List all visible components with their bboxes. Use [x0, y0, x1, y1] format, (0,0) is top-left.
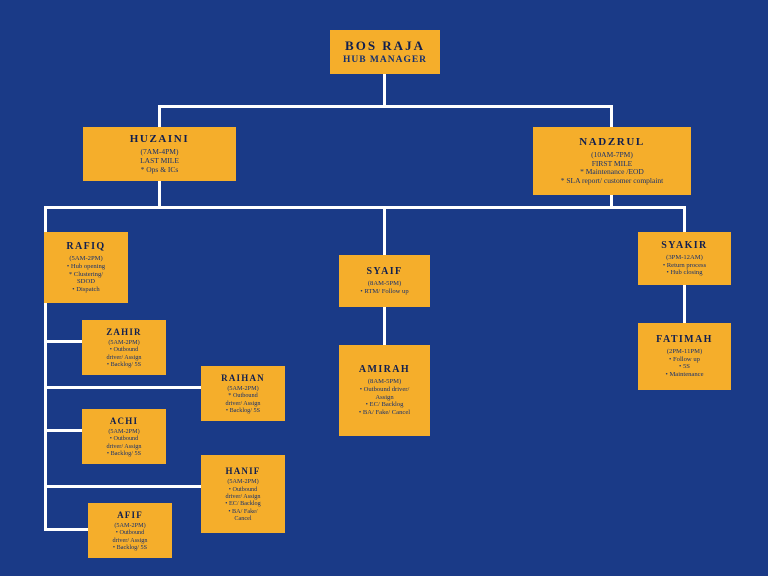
connector-level2-bus — [44, 206, 686, 209]
connector-huzaini-stem — [158, 181, 161, 208]
connector-to-nadzrul — [610, 105, 613, 127]
node-hanif[interactable]: HANIF (5AM-2PM) • Outbound driver/ Assig… — [201, 455, 285, 533]
node-raihan-line-1: * Outbound — [228, 392, 258, 400]
connector-syaif-to-amirah — [383, 307, 386, 345]
node-nadzrul[interactable]: NADZRUL (10AM-7PM) FIRST MILE * Maintena… — [533, 127, 691, 195]
node-syakir-name: SYAKIR — [661, 239, 708, 251]
node-zahir-line-1: • Outbound — [109, 346, 139, 354]
node-bos-raja-line-0: HUB MANAGER — [342, 55, 428, 66]
node-achi-name: ACHI — [109, 415, 139, 426]
node-syakir-line-2: • Hub closing — [666, 269, 703, 277]
node-huzaini-line-0: (7AM-4PM) — [140, 147, 179, 157]
node-huzaini-line-1: LAST MILE — [140, 156, 179, 166]
node-hanif-line-3: • EC/ Backlog — [225, 500, 261, 508]
node-zahir-line-0: (5AM-2PM) — [108, 339, 140, 347]
connector-to-huzaini — [158, 105, 161, 127]
connector-rafiq-spine — [44, 303, 47, 531]
node-amirah-line-2: Assign — [375, 393, 394, 401]
connector-to-syakir — [683, 206, 686, 232]
node-achi-line-0: (5AM-2PM) — [108, 428, 140, 436]
node-zahir-line-3: • Backlog/ 5S — [106, 361, 142, 369]
node-amirah-name: AMIRAH — [358, 364, 411, 376]
node-syaif[interactable]: SYAIF (8AM-5PM) • RTM/ Follow up — [339, 255, 430, 307]
node-fatimah-line-0: (2PM-11PM) — [666, 347, 703, 355]
node-hanif-line-1: • Outbound — [228, 485, 258, 493]
node-nadzrul-name: NADZRUL — [579, 135, 645, 148]
node-fatimah-line-1: • Follow up — [669, 355, 700, 363]
node-rafiq-line-3: SDOD — [77, 278, 95, 286]
connector-spine-to-raihan — [44, 386, 201, 389]
node-nadzrul-line-1: FIRST MILE — [591, 158, 633, 168]
node-bos-raja-name: BOS RAJA — [345, 37, 425, 53]
node-achi-line-1: • Outbound — [109, 435, 139, 443]
node-syakir[interactable]: SYAKIR (3PM-12AM) • Return process • Hub… — [638, 232, 731, 285]
node-nadzrul-line-3: * SLA report/ customer complaint — [560, 176, 664, 186]
node-bos-raja[interactable]: BOS RAJA HUB MANAGER — [330, 30, 440, 74]
node-hanif-line-4: • BA/ Fake/ — [228, 507, 258, 515]
node-huzaini-name: HUZAINI — [129, 133, 190, 146]
node-amirah-line-1: • Outbound driver/ — [359, 385, 410, 393]
node-fatimah-line-3: • Maintenance — [665, 371, 704, 379]
node-syaif-line-1: • RTM/ Follow up — [360, 287, 409, 295]
connector-nadzrul-stem — [610, 195, 613, 208]
connector-syakir-to-fatimah — [683, 285, 686, 323]
node-fatimah[interactable]: FATIMAH (2PM-11PM) • Follow up • 5S • Ma… — [638, 323, 731, 390]
node-hanif-line-2: driver/ Assign — [225, 492, 261, 500]
connector-root-stem — [383, 74, 386, 107]
node-amirah-line-3: • EC/ Backlog — [365, 401, 404, 409]
node-afif-line-1: • Outbound — [115, 529, 145, 537]
node-nadzrul-line-2: * Maintenance /EOD — [580, 167, 644, 177]
connector-spine-to-zahir — [44, 340, 82, 343]
node-syaif-line-0: (8AM-5PM) — [367, 280, 402, 288]
node-nadzrul-line-0: (10AM-7PM) — [591, 149, 633, 159]
node-afif-name: AFIF — [117, 509, 143, 520]
connector-to-syaif — [383, 206, 386, 255]
node-hanif-line-0: (5AM-2PM) — [227, 478, 259, 486]
node-achi-line-3: • Backlog/ 5S — [106, 450, 142, 458]
node-raihan-line-0: (5AM-2PM) — [227, 385, 259, 393]
node-rafiq-line-4: • Dispatch — [72, 286, 100, 294]
node-afif-line-3: • Backlog/ 5S — [112, 544, 148, 552]
node-syakir-line-0: (3PM-12AM) — [666, 253, 703, 261]
node-afif-line-2: driver/ Assign — [112, 536, 148, 544]
node-rafiq-line-2: * Clustering/ — [68, 270, 104, 278]
node-rafiq-line-0: (5AM-2PM) — [69, 254, 103, 262]
node-fatimah-name: FATIMAH — [656, 334, 713, 346]
node-raihan-line-3: • Backlog/ 5S — [225, 407, 261, 415]
connector-to-rafiq — [44, 206, 47, 232]
node-syaif-name: SYAIF — [366, 266, 403, 278]
node-amirah[interactable]: AMIRAH (8AM-5PM) • Outbound driver/ Assi… — [339, 345, 430, 436]
connector-level1-bus — [158, 105, 613, 108]
node-rafiq[interactable]: RAFIQ (5AM-2PM) • Hub opening * Clusteri… — [44, 232, 128, 303]
node-raihan-line-2: driver/ Assign — [225, 399, 261, 407]
node-amirah-line-4: • BA/ Fake/ Cancel — [358, 409, 411, 417]
node-hanif-name: HANIF — [225, 465, 261, 476]
node-huzaini[interactable]: HUZAINI (7AM-4PM) LAST MILE * Ops & ICs — [83, 127, 236, 181]
node-amirah-line-0: (8AM-5PM) — [367, 377, 402, 385]
node-zahir-line-2: driver/ Assign — [106, 353, 142, 361]
node-achi-line-2: driver/ Assign — [106, 442, 142, 450]
node-zahir[interactable]: ZAHIR (5AM-2PM) • Outbound driver/ Assig… — [82, 320, 166, 375]
node-afif-line-0: (5AM-2PM) — [114, 522, 146, 530]
node-fatimah-line-2: • 5S — [679, 363, 690, 371]
node-hanif-line-5: Cancel — [234, 514, 252, 522]
node-raihan[interactable]: RAIHAN (5AM-2PM) * Outbound driver/ Assi… — [201, 366, 285, 421]
node-afif[interactable]: AFIF (5AM-2PM) • Outbound driver/ Assign… — [88, 503, 172, 558]
node-zahir-name: ZAHIR — [106, 326, 142, 337]
connector-spine-to-hanif — [44, 485, 201, 488]
node-huzaini-line-2: * Ops & ICs — [140, 164, 179, 174]
connector-spine-to-afif — [44, 528, 89, 531]
node-syakir-line-1: • Return process — [662, 261, 707, 269]
node-raihan-name: RAIHAN — [221, 372, 265, 383]
connector-spine-to-achi — [44, 429, 82, 432]
node-achi[interactable]: ACHI (5AM-2PM) • Outbound driver/ Assign… — [82, 409, 166, 464]
node-rafiq-name: RAFIQ — [66, 241, 106, 253]
node-rafiq-line-1: • Hub opening — [66, 262, 106, 270]
